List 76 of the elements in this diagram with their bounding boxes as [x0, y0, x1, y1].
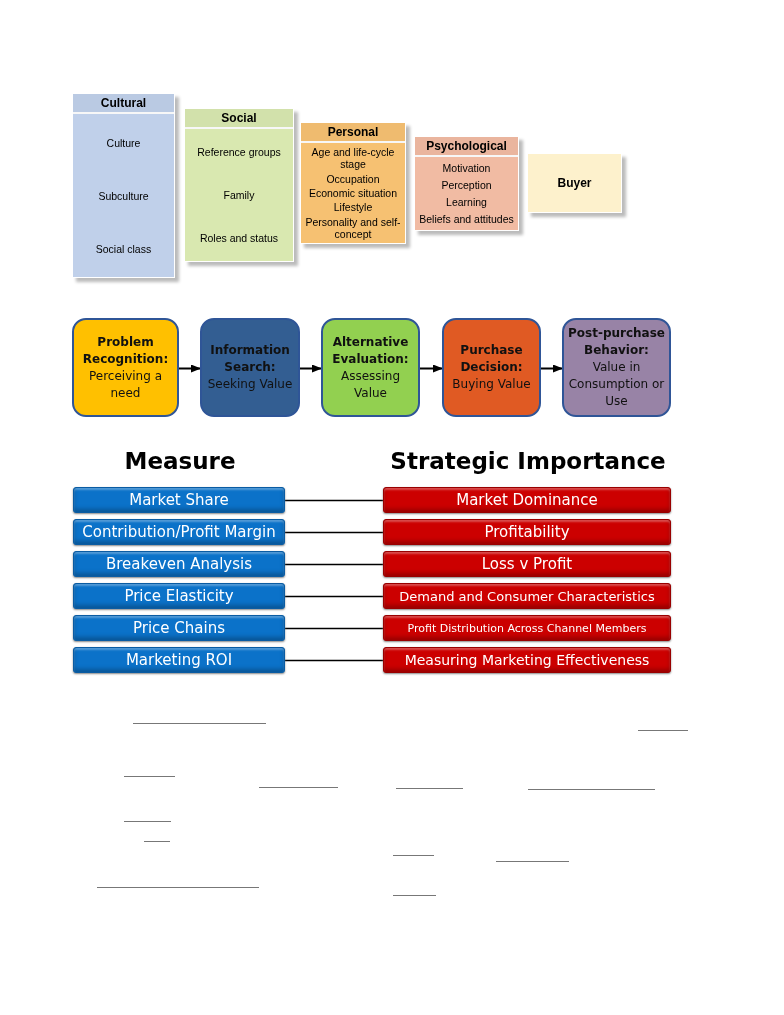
card-item: Lifestyle — [333, 201, 373, 214]
column-heading: Strategic Importance — [390, 448, 666, 474]
bar-text: Contribution/Profit Margin — [82, 523, 276, 541]
connector-line — [284, 595, 384, 598]
importance-bar — [383, 519, 671, 545]
card-item: Personality and self-concept — [305, 215, 401, 240]
connector-line — [284, 499, 384, 502]
card-item: Perception — [441, 178, 492, 191]
box-text: Buying Value — [452, 376, 531, 393]
box-text: Perceiving a need — [88, 367, 163, 402]
measure-bar — [73, 519, 285, 545]
box-heading: Alternative Evaluation: — [331, 333, 410, 368]
connector-line — [284, 563, 384, 566]
bar-text: Profitability — [484, 523, 570, 541]
card-item: Subculture — [98, 189, 149, 202]
factor-card — [72, 93, 175, 278]
box-heading: Purchase Decision: — [459, 342, 524, 376]
card-item: Motivation — [442, 161, 491, 174]
connector-line — [284, 531, 384, 534]
card-heading: Personal — [301, 123, 405, 143]
card-item: Occupation — [326, 172, 380, 185]
bar-text: Marketing ROI — [125, 651, 233, 669]
card-heading: Buyer — [557, 175, 592, 192]
importance-bar — [383, 487, 671, 513]
arrow — [419, 364, 443, 373]
box-heading: Information Search: — [209, 342, 291, 376]
card-item: Beliefs and attitudes — [419, 213, 514, 226]
card-item: Roles and status — [199, 231, 279, 244]
connector-line — [284, 627, 384, 630]
arrow — [299, 364, 322, 373]
bar-text: Price Elasticity — [124, 587, 234, 605]
box-heading: Problem Recognition: — [81, 333, 170, 368]
card-item: Economic situation — [308, 186, 398, 199]
card-item: Social class — [95, 242, 152, 255]
bar-text: Loss v Profit — [481, 555, 573, 573]
connector-line — [284, 659, 384, 662]
bar-text: Measuring Marketing Effectiveness — [404, 652, 650, 668]
card-heading: Social — [185, 109, 293, 129]
process-box — [200, 318, 300, 417]
process-box — [321, 318, 420, 417]
column-heading: Measure — [124, 448, 236, 474]
bar-text: Market Share — [129, 491, 229, 509]
importance-bar — [383, 551, 671, 577]
factor-card — [300, 122, 406, 244]
bar-text: Price Chains — [133, 619, 225, 637]
factor-card — [527, 153, 622, 213]
card-item: Family — [223, 189, 255, 201]
arrow — [540, 364, 563, 373]
measure-bar — [73, 551, 285, 577]
measure-bar — [73, 583, 285, 609]
arrow — [178, 364, 201, 373]
measure-bar — [73, 647, 285, 673]
bar-text: Demand and Consumer Characteristics — [399, 588, 655, 604]
card-heading: Cultural — [73, 94, 174, 114]
card-item: Age and life-cycle stage — [310, 146, 396, 171]
card-item: Learning — [446, 196, 487, 209]
box-heading: Post-purchase Behavior: — [568, 325, 665, 359]
importance-bar — [383, 615, 671, 641]
factor-card — [184, 108, 294, 262]
card-item: Reference groups — [197, 146, 281, 159]
process-box — [442, 318, 541, 417]
factor-card — [414, 136, 519, 231]
importance-bar — [383, 647, 671, 673]
measure-bar — [73, 615, 285, 641]
box-text: Value in Consumption or Use — [568, 359, 665, 410]
bar-text: Profit Distribution Across Channel Members — [407, 621, 647, 635]
process-box — [72, 318, 179, 417]
card-heading: Psychological — [415, 137, 518, 157]
box-text: Seeking Value — [207, 376, 293, 393]
box-text: Assessing Value — [339, 367, 402, 402]
bar-text: Market Dominance — [456, 491, 598, 509]
importance-bar — [383, 583, 671, 609]
bar-text: Breakeven Analysis — [105, 555, 253, 573]
process-box — [562, 318, 671, 417]
measure-bar — [73, 487, 285, 513]
card-item: Culture — [106, 136, 141, 149]
